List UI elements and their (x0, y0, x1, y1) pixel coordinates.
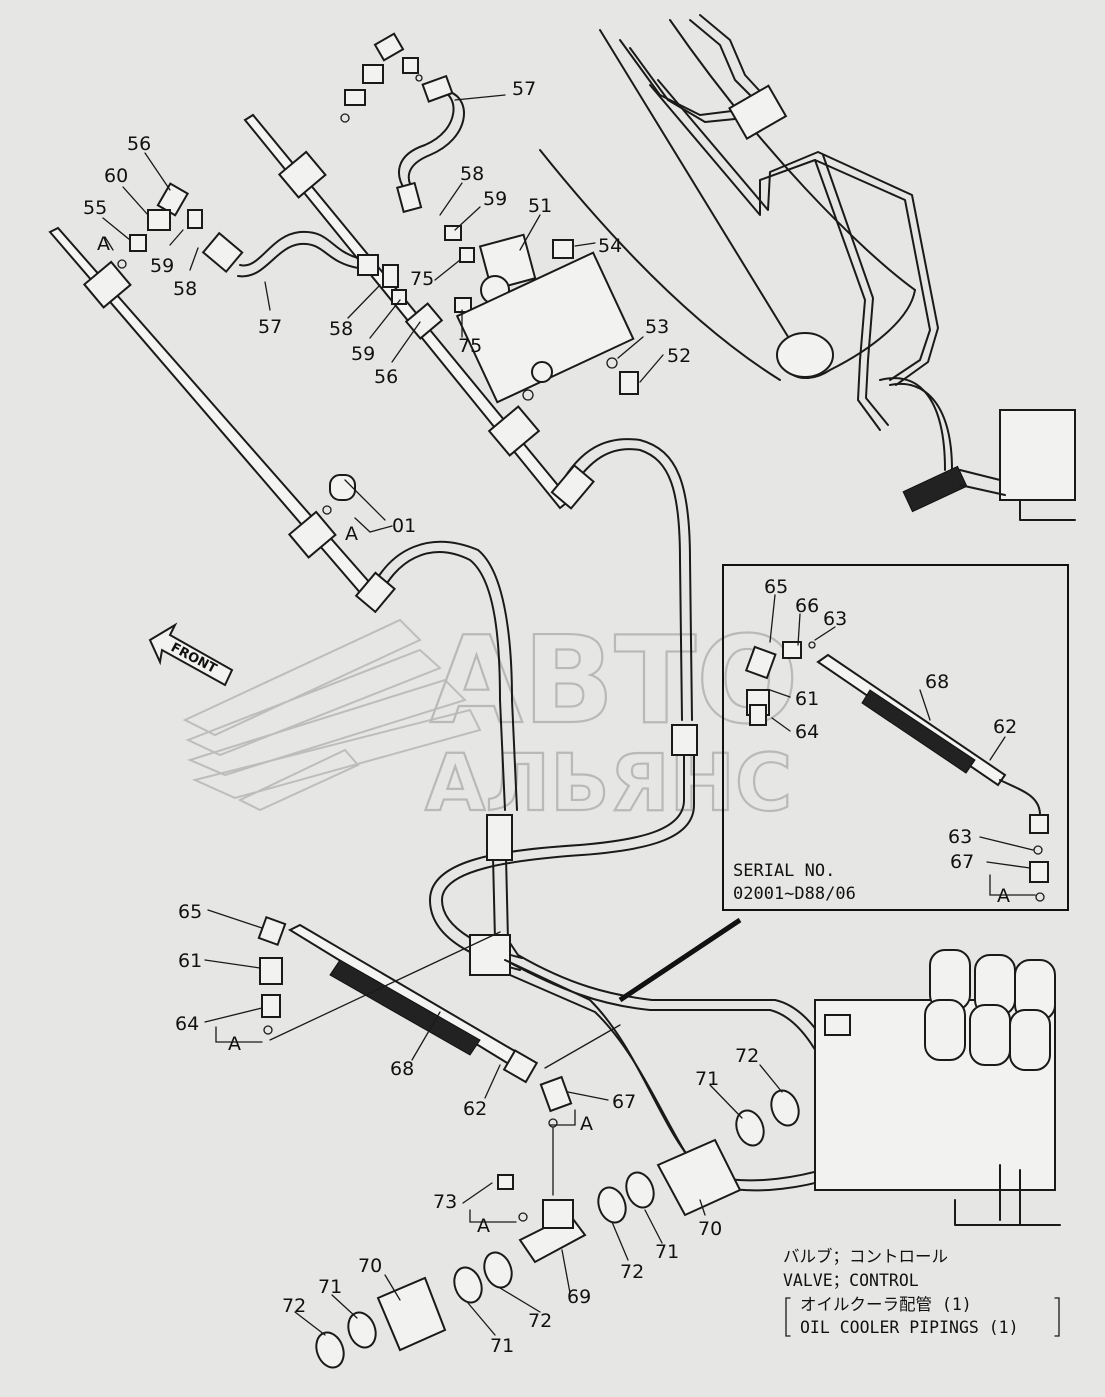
callout-65-inset: 65 (764, 576, 788, 598)
callout-01: 01 (392, 515, 416, 537)
callout-a-top: A (97, 233, 110, 255)
callout-72-right: 72 (735, 1045, 759, 1067)
callout-65-lower: 65 (178, 901, 202, 923)
callout-68-inset: 68 (925, 671, 949, 693)
title-en-valve: VALVE；CONTROL (783, 1271, 919, 1290)
pilot-lines-top-right (619, 14, 1076, 521)
boom-cylinder (539, 19, 916, 381)
callout-70-right: 70 (698, 1218, 722, 1240)
serial-inset-box: SERIAL NO. 02001~D88/06 (722, 564, 1069, 911)
title-block: バルブ；コントロール VALVE；CONTROL オイルクーラ配管 (1) OI… (783, 1246, 1060, 1337)
front-direction-arrow: FRONT (148, 622, 234, 687)
callout-54: 54 (598, 235, 622, 257)
callout-72-mid: 72 (620, 1261, 644, 1283)
title-jp-piping: オイルクーラ配管 (1) (800, 1295, 972, 1314)
callout-75-lower: 75 (458, 335, 482, 357)
callout-58-left: 58 (173, 278, 197, 300)
callout-57-top: 57 (512, 78, 536, 100)
callout-a-lower-mid: A (580, 1113, 593, 1135)
callout-62-lower: 62 (463, 1098, 487, 1120)
left-boom-pipe (48, 226, 518, 811)
callout-59-left: 59 (150, 255, 174, 277)
control-valve (814, 949, 1061, 1226)
callout-a-inset: A (997, 885, 1010, 907)
callout-70-left: 70 (358, 1255, 382, 1277)
callout-72-lower-mid: 72 (528, 1310, 552, 1332)
callout-68-lower: 68 (390, 1058, 414, 1080)
callout-71-mid: 71 (655, 1241, 679, 1263)
callout-66: 66 (795, 595, 819, 617)
callout-75-upper: 75 (410, 268, 434, 290)
callout-55: 55 (83, 197, 107, 219)
callout-a-bottom: A (477, 1215, 490, 1237)
callout-58-mid: 58 (329, 318, 353, 340)
callout-59-top: 59 (483, 188, 507, 210)
callout-64-lower: 64 (175, 1013, 199, 1035)
callout-62-inset: 62 (993, 716, 1017, 738)
watermark-line2: АЛЬЯНС (425, 739, 792, 829)
callout-60: 60 (104, 165, 128, 187)
callout-67-lower: 67 (612, 1091, 636, 1113)
callout-72-left: 72 (282, 1295, 306, 1317)
callout-52: 52 (667, 345, 691, 367)
watermark-line1: АВТО (430, 612, 798, 751)
callout-56-mid: 56 (374, 366, 398, 388)
callout-71-left: 71 (318, 1276, 342, 1298)
callout-a-mid: A (345, 523, 358, 545)
leader-lines (102, 94, 1036, 1336)
callout-56-left: 56 (127, 133, 151, 155)
callout-63-inset-top: 63 (823, 608, 847, 630)
callout-63-inset-bottom: 63 (948, 826, 972, 848)
serial-label: SERIAL NO. (733, 861, 835, 881)
callout-67-inset: 67 (950, 851, 974, 873)
serial-range: 02001~D88/06 (733, 884, 856, 904)
watermark-logo: АВТО АЛЬЯНС (182, 611, 799, 830)
callout-a-lower-left: A (228, 1033, 241, 1055)
callout-64-inset: 64 (795, 721, 819, 743)
callout-57-left: 57 (258, 316, 282, 338)
callout-53: 53 (645, 316, 669, 338)
middle-boom-pipe (243, 113, 698, 971)
title-jp-valve: バルブ；コントロール (783, 1246, 948, 1266)
title-en-piping: OIL COOLER PIPINGS (1) (800, 1318, 1019, 1337)
callout-58-top: 58 (460, 163, 484, 185)
top-fittings (117, 32, 639, 515)
callout-69: 69 (567, 1286, 591, 1308)
callout-61-inset: 61 (795, 688, 819, 710)
callout-labels: 57 56 60 55 A 59 58 57 58 59 56 58 59 51… (83, 78, 1017, 1357)
callout-61-lower: 61 (178, 950, 202, 972)
lower-hose-assembly (257, 915, 800, 1369)
callout-71-right: 71 (695, 1068, 719, 1090)
callout-51: 51 (528, 195, 552, 217)
callout-59-mid: 59 (351, 343, 375, 365)
callout-73: 73 (433, 1191, 457, 1213)
callout-71-lower-mid: 71 (490, 1335, 514, 1357)
